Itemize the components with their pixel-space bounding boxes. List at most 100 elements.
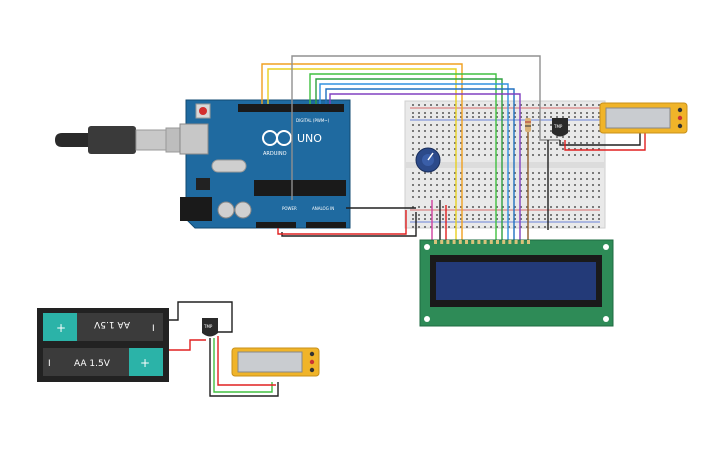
breadboard-hole [592,142,594,144]
breadboard-hole [550,214,552,216]
breadboard-hole [538,154,540,156]
resistor[interactable] [525,118,531,132]
breadboard-hole [448,116,450,118]
breadboard-hole [532,184,534,186]
breadboard-hole [436,148,438,150]
breadboard-hole [484,148,486,150]
breadboard-hole [598,148,600,150]
lcd-screen [436,262,596,300]
breadboard-hole [526,154,528,156]
breadboard-hole [490,196,492,198]
breadboard-hole [592,206,594,208]
breadboard-hole [514,130,516,132]
lcd-pin [483,240,487,244]
breadboard-hole [442,112,444,114]
breadboard-hole [532,124,534,126]
breadboard-hole [466,218,468,220]
breadboard-hole [502,172,504,174]
battery-top-minus: I [152,324,155,334]
breadboard-hole [412,154,414,156]
breadboard-hole [430,130,432,132]
battery-bottom-label: AA 1.5V [74,359,111,369]
breadboard-hole [496,214,498,216]
breadboard-hole [484,104,486,106]
temperature-sensor[interactable]: TMP [552,118,568,137]
breadboard-hole [490,172,492,174]
breadboard-hole [538,172,540,174]
breadboard-hole [466,226,468,228]
breadboard-hole [454,218,456,220]
multimeter[interactable] [599,102,688,134]
breadboard-hole [526,218,528,220]
breadboard-hole [592,116,594,118]
breadboard-hole [418,148,420,150]
breadboard-hole [484,124,486,126]
breadboard-hole [544,206,546,208]
breadboard-hole [568,142,570,144]
breadboard-hole [538,104,540,106]
breadboard-hole [550,124,552,126]
breadboard-hole [568,154,570,156]
breadboard-hole [574,148,576,150]
breadboard-hole [532,148,534,150]
breadboard-hole [424,142,426,144]
breadboard-hole [472,124,474,126]
breadboard-hole [436,184,438,186]
breadboard-hole [508,206,510,208]
breadboard-hole [526,104,528,106]
breadboard-hole [592,172,594,174]
usb-cable[interactable] [55,126,189,154]
breadboard-hole [598,136,600,138]
battery-pack[interactable]: + I AA 1.5V I AA 1.5V + [37,308,169,382]
breadboard-hole [586,124,588,126]
breadboard-hole [568,136,570,138]
lcd-pin [434,240,437,244]
breadboard-hole [538,124,540,126]
breadboard-hole [598,116,600,118]
breadboard-hole [532,218,534,220]
breadboard-hole [472,184,474,186]
breadboard-hole [448,218,450,220]
breadboard-hole [556,190,558,192]
breadboard-hole [598,196,600,198]
temperature-sensor-2[interactable]: TMP [202,318,218,337]
breadboard-hole [598,130,600,132]
breadboard-hole [550,218,552,220]
breadboard-hole [598,178,600,180]
breadboard-hole [454,116,456,118]
breadboard-hole [550,178,552,180]
lcd-pin [477,240,481,244]
breadboard-hole [592,130,594,132]
breadboard-hole [520,214,522,216]
breadboard-hole [418,218,420,220]
breadboard-hole [544,218,546,220]
potentiometer[interactable] [415,147,441,173]
lcd-pin [502,240,506,244]
breadboard-hole [418,116,420,118]
breadboard-hole [526,172,528,174]
breadboard-hole [580,206,582,208]
breadboard-hole [430,214,432,216]
breadboard-hole [478,154,480,156]
breadboard-hole [550,130,552,132]
multimeter-2[interactable] [231,347,320,377]
breadboard-hole [460,172,462,174]
breadboard-hole [586,196,588,198]
breadboard-hole [592,148,594,150]
breadboard-hole [496,136,498,138]
power-label: POWER [282,206,297,211]
breadboard-hole [478,178,480,180]
breadboard-hole [520,206,522,208]
breadboard-hole [574,154,576,156]
breadboard-hole [556,112,558,114]
breadboard-hole [532,142,534,144]
breadboard-hole [550,112,552,114]
breadboard-hole [538,226,540,228]
breadboard-hole [562,148,564,150]
lcd-16x2[interactable] [419,239,614,327]
breadboard-hole [568,124,570,126]
breadboard-hole [484,214,486,216]
breadboard-hole [490,154,492,156]
arduino-uno[interactable]: UNO ARDUINO DIGITAL (PWM~) POWER ANALOG … [179,99,351,229]
breadboard-hole [508,112,510,114]
